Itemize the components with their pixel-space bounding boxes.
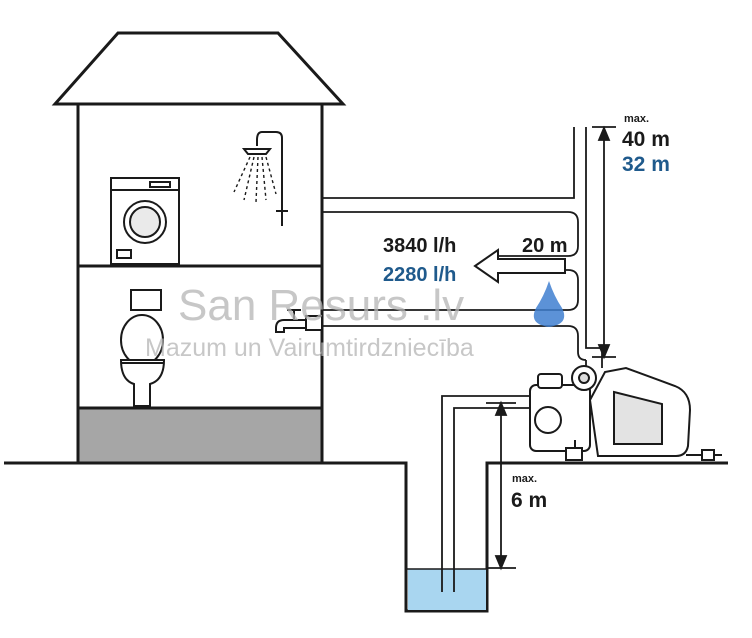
water-tap-icon: [275, 309, 323, 333]
washing-machine-icon: [110, 177, 180, 265]
house: [51, 31, 347, 465]
lift-height-value-secondary: 32 m: [622, 153, 670, 176]
flow-arrow-icon: [473, 248, 566, 284]
supply-pipes: [322, 127, 603, 368]
garden-pump-icon: [529, 365, 722, 461]
wash-basin-icon: [130, 289, 162, 311]
house-roof: [51, 31, 347, 106]
watermark-brand: San Resurs .lv: [178, 281, 464, 330]
lift-height-value-primary: 40 m: [622, 128, 670, 151]
flow-rate-secondary: 2280 l/h: [383, 264, 456, 286]
water-drop-icon: [533, 281, 565, 327]
flow-rate-primary: 3840 l/h: [383, 235, 456, 257]
toilet-icon: [119, 314, 166, 407]
suction-height-value: 6 m: [511, 489, 547, 512]
lift-height-prefix: max.: [624, 113, 649, 125]
suction-height-dimension: [486, 400, 516, 571]
ground-line: [4, 461, 728, 613]
suction-hose: [441, 395, 530, 592]
suction-height-prefix: max.: [512, 473, 537, 485]
well-water: [408, 569, 486, 610]
lift-height-dimension: [592, 125, 616, 360]
flow-distance: 20 m: [522, 235, 568, 257]
watermark-tagline: Mazum un Vairumtirdzniecība: [145, 334, 474, 362]
shower-icon: [233, 131, 288, 226]
house-foundation: [76, 406, 324, 465]
